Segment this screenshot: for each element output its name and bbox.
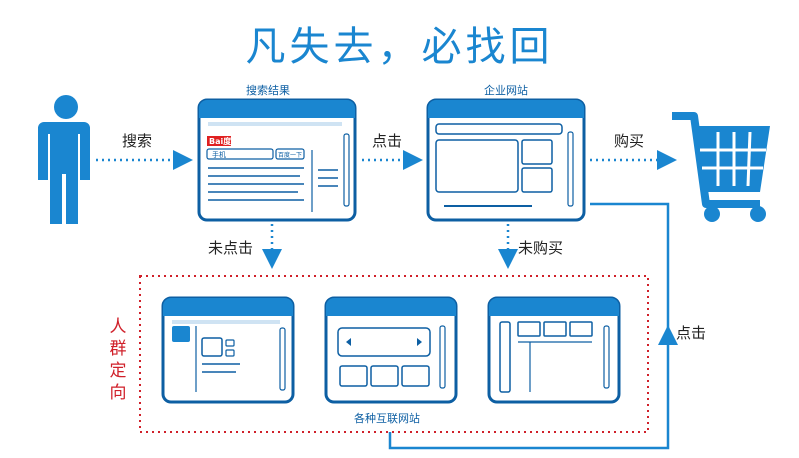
search-button-text: 百度一下 [278,151,302,159]
shopping-cart-icon [672,112,770,222]
arrow-search-label: 搜索 [122,132,153,150]
return-path-line-top [590,202,670,330]
page-title: 凡失去，必找回 [245,24,554,70]
baidu-logo: Bai度 [209,136,232,146]
arrow-buy-label: 购买 [614,132,645,150]
click-back-label: 点击 [676,324,707,342]
not-bought-label: 未购买 [518,239,564,257]
person-icon [38,95,90,224]
not-clicked-label: 未点击 [208,239,254,257]
arrow-click-label: 点击 [372,132,403,150]
site-browser-1 [161,296,295,404]
site-browser-2 [324,296,458,404]
retargeting-label: 人群定向 [109,317,127,403]
company-site-label: 企业网站 [484,84,528,97]
various-sites-label: 各种互联网站 [354,412,420,425]
company-site-browser [426,98,586,222]
search-results-browser: Bai度 手机 百度一下 [197,98,357,222]
search-results-label: 搜索结果 [246,84,290,97]
retargeting-box [139,275,649,433]
search-box-text: 手机 [212,150,226,159]
return-path-line [388,325,678,450]
site-browser-3 [487,296,621,404]
